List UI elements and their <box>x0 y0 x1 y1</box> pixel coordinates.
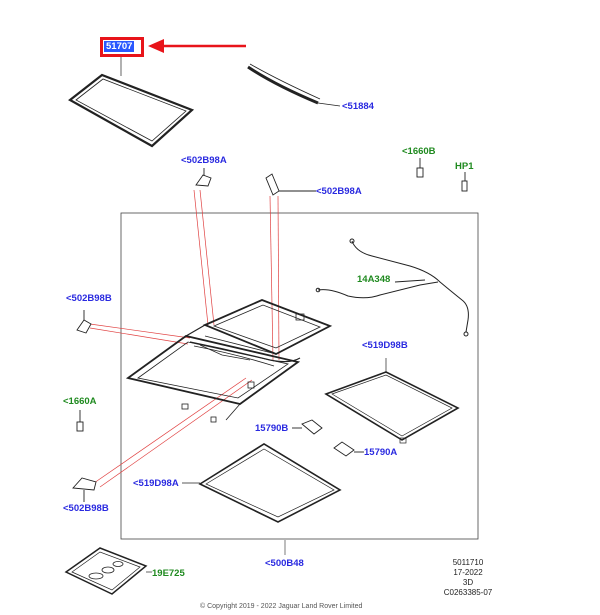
label-502b98b-bottom[interactable]: <502B98B <box>63 503 109 514</box>
label-502b98a-top[interactable]: <502B98A <box>181 155 227 166</box>
part-51884-strip[interactable] <box>247 63 341 107</box>
red-leader-lines <box>89 189 280 488</box>
label-519d98a[interactable]: <519D98A <box>133 478 179 489</box>
part-roof-frame-assembly[interactable] <box>125 299 333 423</box>
label-500b48[interactable]: <500B48 <box>265 558 304 569</box>
label-502b98b-left[interactable]: <502B98B <box>66 293 112 304</box>
part-502b98b-clip-left[interactable] <box>76 310 92 334</box>
label-519d98b[interactable]: <519D98B <box>362 340 408 351</box>
red-arrow-icon <box>148 39 246 53</box>
part-502b98b-clip-bottom[interactable] <box>72 477 97 502</box>
label-hp1[interactable]: HP1 <box>455 161 474 172</box>
label-19e725[interactable]: 19E725 <box>152 568 185 579</box>
part-19e725-kit[interactable] <box>64 547 152 595</box>
label-15790b[interactable]: 15790B <box>255 423 289 434</box>
highlight-box <box>100 37 144 57</box>
part-519d98b-sunblind[interactable] <box>324 358 460 444</box>
part-1660a[interactable] <box>76 410 84 432</box>
reference-block: 5011710 17-2022 3D C0263385-07 <box>438 558 498 598</box>
part-14a348-harness[interactable] <box>315 238 469 337</box>
label-15790a[interactable]: 15790A <box>364 447 398 458</box>
label-502b98a-right[interactable]: <502B98A <box>316 186 362 197</box>
part-519d98a-sunblind[interactable] <box>182 443 342 523</box>
part-15790a[interactable] <box>333 441 364 457</box>
reference-line-1: 5011710 <box>452 558 484 567</box>
reference-line-3: 3D <box>462 578 474 587</box>
reference-line-4: C0263385-07 <box>443 588 493 597</box>
copyright-footer: © Copyright 2019 - 2022 Jaguar Land Rove… <box>200 603 363 610</box>
part-502b98a-clip-left[interactable] <box>195 168 212 187</box>
reference-line-2: 17-2022 <box>453 568 483 577</box>
label-1660b[interactable]: <1660B <box>402 146 436 157</box>
label-14a348[interactable]: 14A348 <box>357 274 391 285</box>
part-1660b[interactable] <box>416 158 424 178</box>
label-51707-highlighted[interactable]: 51707 <box>104 41 135 52</box>
part-51707-seal[interactable] <box>68 55 195 148</box>
part-15790b[interactable] <box>292 419 323 435</box>
part-502b98a-clip-right[interactable] <box>265 173 316 196</box>
label-1660a[interactable]: <1660A <box>63 396 97 407</box>
label-51884[interactable]: <51884 <box>342 101 374 112</box>
assembly-frame-box <box>120 212 479 540</box>
part-hp1[interactable] <box>461 172 468 192</box>
